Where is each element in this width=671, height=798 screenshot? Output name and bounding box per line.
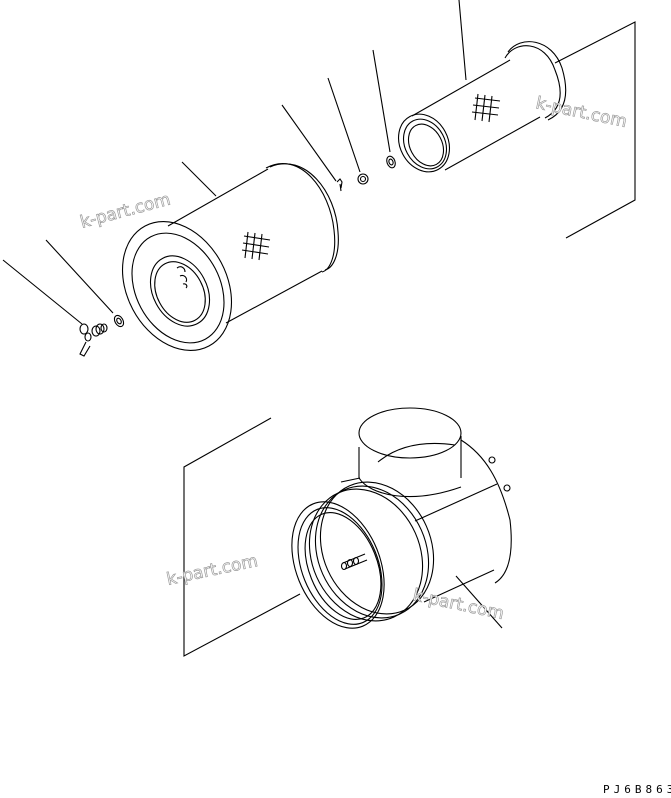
mesh-symbol bbox=[241, 231, 271, 261]
watermark: k-part.com bbox=[78, 190, 173, 233]
mesh-symbol bbox=[471, 93, 501, 123]
nut bbox=[327, 77, 369, 185]
wing-nut bbox=[2, 259, 108, 357]
drawing-code: PJ6B863 bbox=[603, 783, 671, 796]
air-cleaner-body bbox=[183, 407, 512, 657]
o-ring bbox=[372, 49, 396, 169]
outer-filter-element bbox=[121, 161, 339, 352]
watermark: k-part.com bbox=[411, 585, 506, 624]
watermark: k-part.com bbox=[165, 551, 260, 590]
watermark-layer: k-part.com k-part.com k-part.com k-part.… bbox=[78, 93, 629, 625]
clip bbox=[281, 104, 343, 192]
inner-filter-element bbox=[398, 0, 636, 239]
washer bbox=[45, 239, 125, 328]
watermark: k-part.com bbox=[534, 93, 629, 132]
